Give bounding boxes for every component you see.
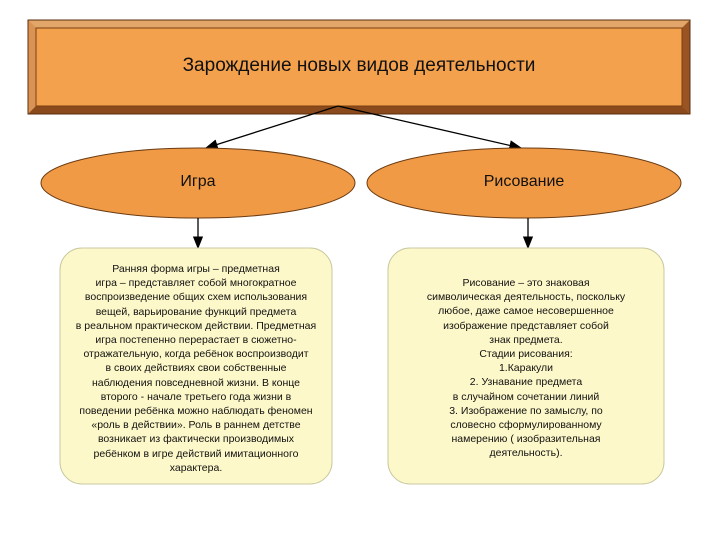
title-box-fill (35, 27, 683, 107)
ellipse-risovanie (366, 147, 682, 219)
card-igra (59, 247, 333, 485)
card-risovanie (387, 247, 665, 485)
node-description-risovanie: Рисование – это знаковая символическая д… (426, 277, 626, 460)
arrow-title-to-risovanie (337, 105, 523, 151)
arrow-title-to-igra (204, 105, 339, 150)
diagram-title: Зарождение новых видов деятельности (182, 55, 536, 76)
title-box-frame (27, 19, 691, 115)
node-label-risovanie: Рисование (483, 173, 565, 190)
node-label-igra: Игра (180, 173, 216, 190)
node-description-igra: Ранняя форма игры – предметная игра – пр… (75, 263, 317, 474)
